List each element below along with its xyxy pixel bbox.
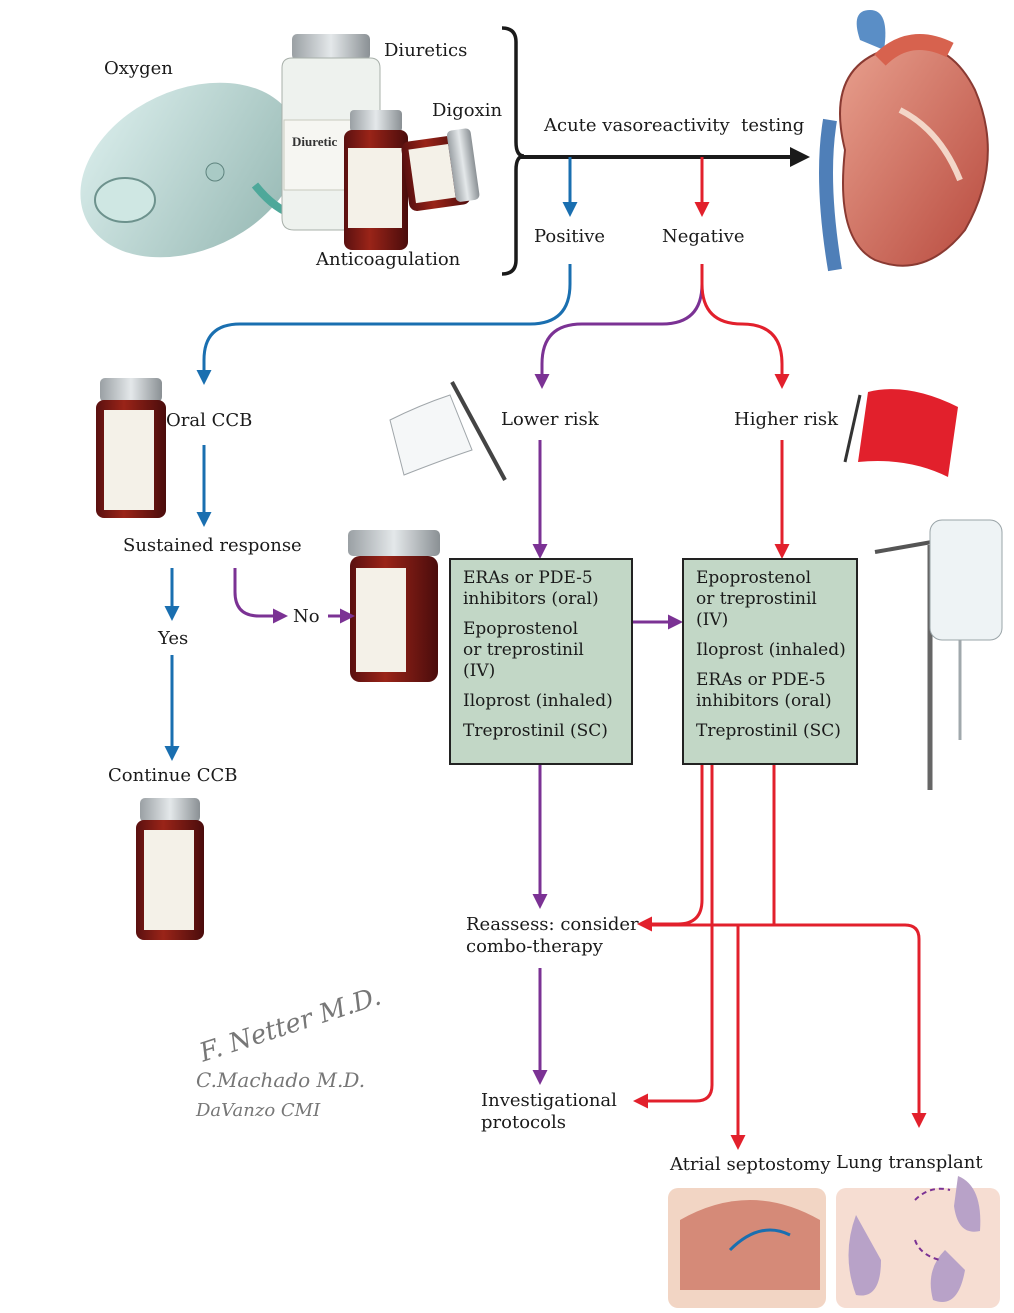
atrial-septostomy-illustration	[668, 1188, 826, 1308]
lower-box-item: Iloprost (inhaled)	[463, 691, 613, 711]
artist-signature-davanzo: DaVanzo CMI	[196, 1100, 321, 1121]
ccb-bottle-top-illustration	[96, 378, 166, 518]
lower-box-item: ERAs or PDE-5 inhibitors (oral)	[463, 568, 599, 609]
higher-box-to-reassess-arrow	[637, 765, 704, 932]
positive-to-oral-ccb-arrow	[196, 264, 572, 385]
atrial-septostomy-label: Atrial septostomy	[670, 1154, 831, 1175]
yes-label: Yes	[158, 628, 189, 649]
investigational-label: Investigational protocols	[481, 1090, 617, 1133]
higher-box-to-investigational-arrow	[633, 765, 714, 1109]
iv-bag-illustration	[874, 519, 1003, 790]
higher-box-item: ERAs or PDE-5 inhibitors (oral)	[696, 670, 832, 711]
artist-signature-machado: C.Machado M.D.	[196, 1068, 366, 1092]
acute-vasoreactivity-label: Acute vasoreactivity testing	[544, 115, 805, 136]
lower-box-item: Epoprostenol or treprostinil (IV)	[463, 619, 584, 681]
lower-box-item: Treprostinil (SC)	[463, 721, 608, 741]
to-lung-transplant-arrow	[904, 923, 927, 1128]
lung-transplant-illustration	[836, 1176, 1000, 1308]
continue-ccb-label: Continue CCB	[108, 765, 238, 786]
red-flag-illustration	[843, 389, 958, 477]
anticoagulant-bottle-illustration	[344, 110, 408, 250]
pde5-bottle-illustration	[348, 530, 440, 682]
higher-box-item: Treprostinil (SC)	[696, 721, 841, 741]
lower-risk-label: Lower risk	[501, 409, 599, 430]
higher-risk-therapy-box: Epoprostenol or treprostinil (IV) Ilopro…	[682, 558, 858, 765]
oxygen-mask-illustration	[80, 82, 300, 258]
ccb-bottle-bottom-illustration	[136, 798, 204, 940]
higher-box-item: Iloprost (inhaled)	[696, 640, 846, 660]
white-flag-illustration	[389, 381, 507, 481]
oxygen-label: Oxygen	[104, 58, 173, 79]
higher-risk-label: Higher risk	[734, 409, 839, 430]
higher-box-item: Epoprostenol or treprostinil (IV)	[696, 568, 817, 630]
brace-connector	[501, 26, 525, 276]
heart-illustration	[819, 10, 989, 272]
reassess-label: Reassess: consider combo-therapy	[466, 914, 639, 957]
positive-label: Positive	[534, 226, 606, 247]
oral-ccb-label: Oral CCB	[166, 410, 253, 431]
sustained-response-label: Sustained response	[123, 535, 302, 556]
lower-risk-therapy-box: ERAs or PDE-5 inhibitors (oral) Epoprost…	[449, 558, 633, 765]
digoxin-bottle-illustration	[401, 128, 480, 211]
sustained-to-no-arrow	[233, 568, 288, 624]
lung-transplant-label: Lung transplant	[836, 1152, 983, 1173]
negative-to-lower-risk-arrow	[534, 264, 704, 389]
negative-to-higher-risk-arrow	[700, 264, 790, 389]
diuretics-label: Diuretics	[384, 40, 468, 61]
no-label: No	[293, 606, 320, 627]
negative-label: Negative	[662, 226, 745, 247]
digoxin-label: Digoxin	[432, 100, 503, 121]
anticoagulation-label: Anticoagulation	[316, 249, 461, 270]
diuretic-bottle-label: Diuretic	[292, 134, 337, 149]
